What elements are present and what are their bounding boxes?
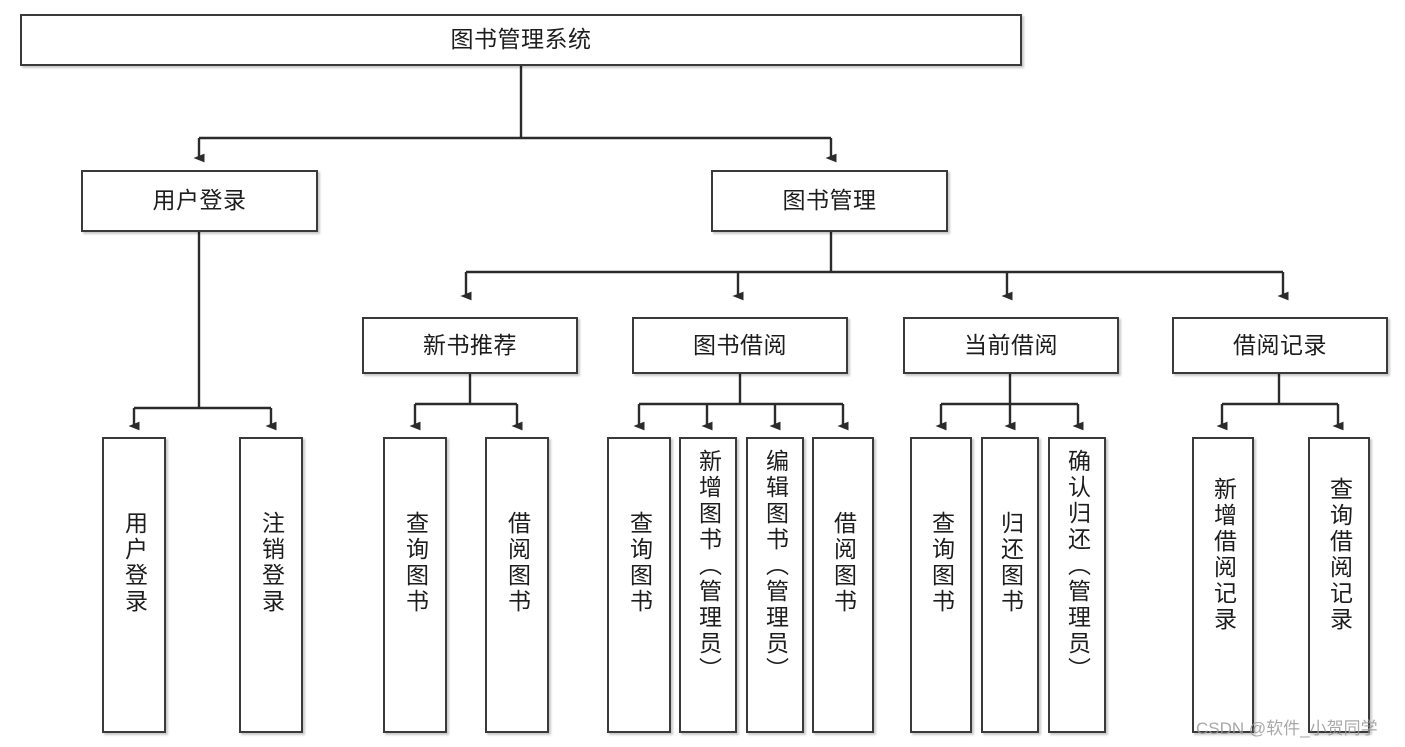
leaf-records-add-record[interactable]: 新增借阅记录 — [1192, 437, 1254, 733]
leaf-current-confirm-return-admin[interactable]: 确认归还（管理员） — [1048, 437, 1106, 733]
node-label: 借阅图书 — [504, 511, 531, 615]
node-new-book-recommend[interactable]: 新书推荐 — [362, 317, 578, 374]
leaf-recommend-query-book[interactable]: 查询图书 — [383, 437, 447, 733]
node-label: 当前借阅 — [964, 331, 1058, 358]
node-label: 借阅图书 — [830, 511, 857, 615]
leaf-recommend-borrow-book[interactable]: 借阅图书 — [485, 437, 549, 733]
leaf-borrow-add-book-admin[interactable]: 新增图书（管理员） — [679, 437, 737, 733]
leaf-borrow-query-book[interactable]: 查询图书 — [607, 437, 671, 733]
node-label: 图书借阅 — [693, 331, 787, 358]
node-user-login[interactable]: 用户登录 — [81, 170, 318, 232]
node-label: 查询图书 — [402, 511, 429, 615]
leaf-records-query-record[interactable]: 查询借阅记录 — [1308, 437, 1370, 733]
leaf-borrow-edit-book-admin[interactable]: 编辑图书（管理员） — [746, 437, 804, 733]
leaf-current-return-book[interactable]: 归还图书 — [981, 437, 1039, 733]
node-label: 用户登录 — [121, 511, 148, 615]
node-label: 新增图书（管理员） — [695, 449, 722, 683]
node-label: 新增借阅记录 — [1210, 477, 1237, 633]
node-borrow-records[interactable]: 借阅记录 — [1172, 317, 1388, 374]
node-label: 图书管理系统 — [450, 26, 592, 53]
node-label: 编辑图书（管理员） — [762, 449, 789, 683]
node-label: 确认归还（管理员） — [1064, 449, 1091, 683]
node-root-system[interactable]: 图书管理系统 — [20, 14, 1022, 66]
node-label: 查询图书 — [928, 511, 955, 615]
node-label: 注销登录 — [258, 511, 285, 615]
node-label: 归还图书 — [997, 511, 1024, 615]
node-current-borrow[interactable]: 当前借阅 — [903, 317, 1119, 374]
leaf-user-login-signin[interactable]: 用户登录 — [102, 437, 166, 733]
node-book-management[interactable]: 图书管理 — [711, 170, 948, 232]
node-label: 新书推荐 — [423, 331, 517, 358]
node-label: 图书管理 — [782, 187, 877, 214]
leaf-current-query-book[interactable]: 查询图书 — [910, 437, 972, 733]
node-label: 用户登录 — [152, 187, 247, 214]
csdn-watermark: CSDN @软件_小贺同学 — [1196, 719, 1378, 738]
node-book-borrow[interactable]: 图书借阅 — [632, 317, 848, 374]
node-label: 借阅记录 — [1233, 331, 1327, 358]
leaf-user-login-signout[interactable]: 注销登录 — [239, 437, 303, 733]
node-label: 查询图书 — [626, 511, 653, 615]
leaf-borrow-borrow-book[interactable]: 借阅图书 — [812, 437, 874, 733]
node-label: 查询借阅记录 — [1326, 477, 1353, 633]
